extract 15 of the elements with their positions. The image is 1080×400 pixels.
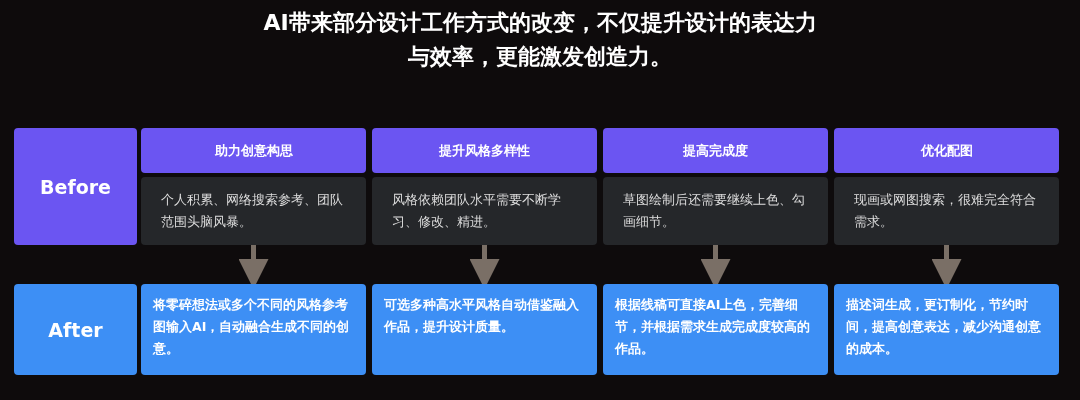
column-header: 助力创意构思 [141, 128, 366, 173]
text-box: 草图绘制后还需要继续上色、勾画细节。 [603, 177, 828, 245]
row-header: After [14, 284, 137, 375]
column-header: 优化配图 [834, 128, 1059, 173]
title: AI带来部分设计工作方式的改变，不仅提升设计的表达力与效率，更能激发创造力。 [262, 9, 818, 71]
text-box: 描述词生成，更订制化，节约时间，提高创意表达，减少沟通创意的成本。 [834, 284, 1059, 375]
text-box: 风格依赖团队水平需要不断学习、修改、精进。 [372, 177, 597, 245]
row-header: Before [14, 128, 137, 245]
text-box: 现画或网图搜索，很难完全符合需求。 [834, 177, 1059, 245]
text-box: 将零碎想法或多个不同的风格参考图输入AI，自动融合生成不同的创意。 [141, 284, 366, 375]
text-box: 可选多种高水平风格自动借鉴融入作品，提升设计质量。 [372, 284, 597, 375]
column-header: 提高完成度 [603, 128, 828, 173]
text-box: 个人积累、网络搜索参考、团队范围头脑风暴。 [141, 177, 366, 245]
column-header: 提升风格多样性 [372, 128, 597, 173]
text-box: 根据线稿可直接AI上色，完善细节，并根据需求生成完成度较高的作品。 [603, 284, 828, 375]
